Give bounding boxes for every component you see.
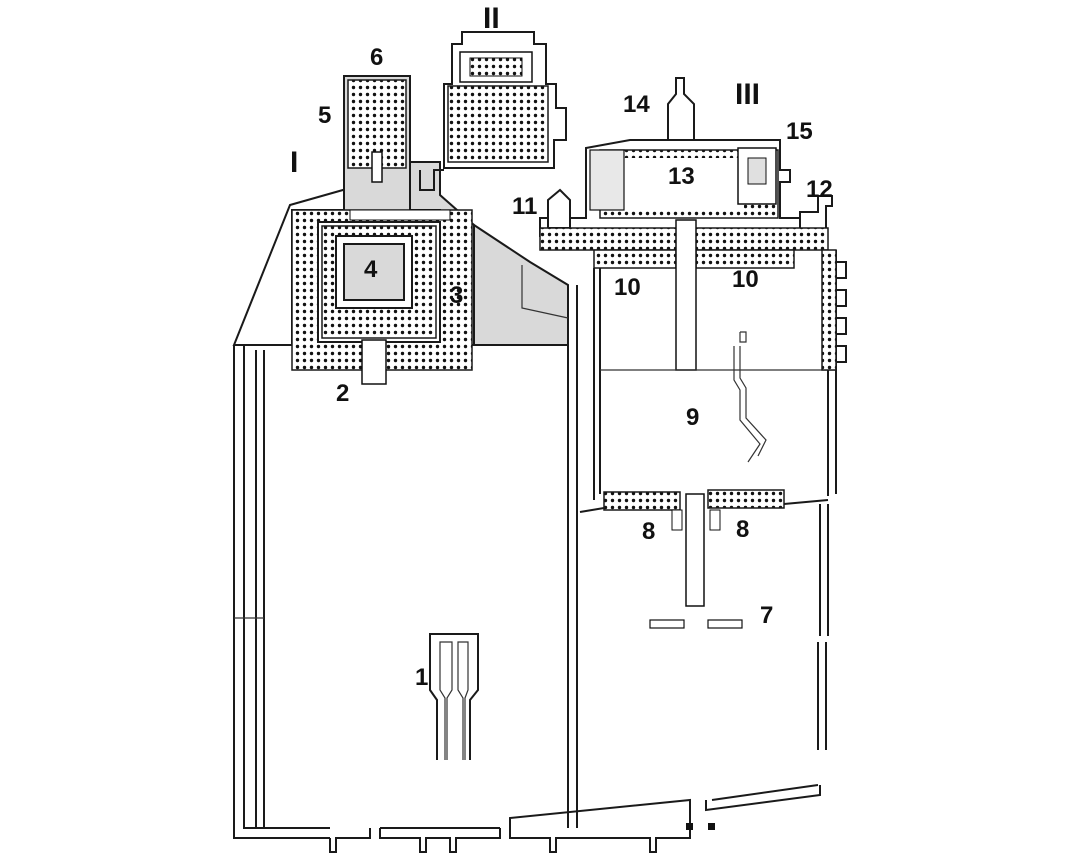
label-2: 2 — [336, 380, 350, 407]
label-6: 6 — [370, 44, 384, 71]
label-14: 14 — [623, 91, 650, 118]
label-3: 3 — [450, 282, 464, 309]
label-4: 4 — [364, 256, 378, 283]
label-temple-III: III — [735, 78, 761, 111]
label-1: 1 — [415, 664, 429, 691]
temple-III — [539, 77, 847, 750]
label-10-left: 10 — [614, 274, 641, 301]
label-7: 7 — [760, 602, 774, 629]
temple-II — [419, 31, 567, 191]
label-11: 11 — [512, 193, 538, 220]
label-12: 12 — [806, 176, 833, 203]
label-8-right: 8 — [736, 516, 750, 543]
label-temple-I: I — [290, 146, 299, 179]
great-courtyard-walls — [233, 285, 821, 853]
label-5: 5 — [318, 102, 332, 129]
label-15: 15 — [786, 118, 813, 145]
label-8-left: 8 — [642, 518, 656, 545]
label-10-right: 10 — [732, 266, 759, 293]
label-temple-II: II — [483, 2, 500, 35]
connector-wedge — [473, 223, 569, 346]
label-13: 13 — [668, 163, 695, 190]
label-9: 9 — [686, 404, 700, 431]
temple-I — [232, 75, 475, 385]
